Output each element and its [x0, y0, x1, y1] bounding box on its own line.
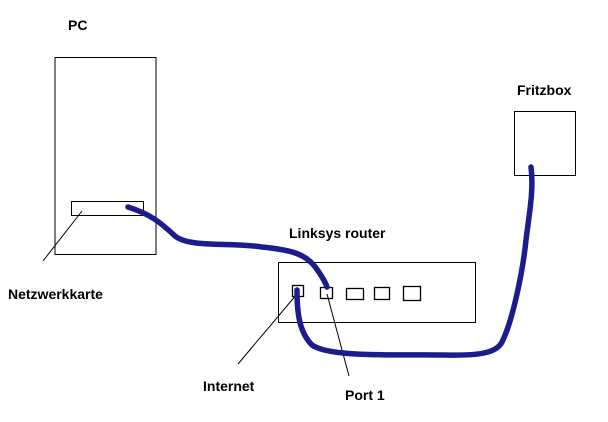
router-port-2: [345, 287, 365, 301]
cable-nic-to-port1: [125, 204, 330, 290]
linksys-router-label: Linksys router: [289, 225, 386, 241]
router-port-4: [402, 285, 422, 302]
nic-label: Netzwerkkarte: [8, 286, 103, 302]
internet-leader-line: [237, 293, 298, 365]
port1-label: Port 1: [345, 387, 385, 403]
nic-leader-line: [42, 210, 83, 262]
pc-label: PC: [68, 17, 87, 33]
internet-label: Internet: [203, 378, 255, 394]
pc-case: [54, 57, 157, 255]
network-card: [71, 201, 144, 216]
cable-internet-to-fritzbox: [294, 164, 535, 358]
port1-leader-line: [326, 293, 350, 377]
router-port-3: [373, 286, 391, 301]
fritzbox-label: Fritzbox: [517, 82, 572, 98]
fritzbox-box: [514, 111, 576, 176]
